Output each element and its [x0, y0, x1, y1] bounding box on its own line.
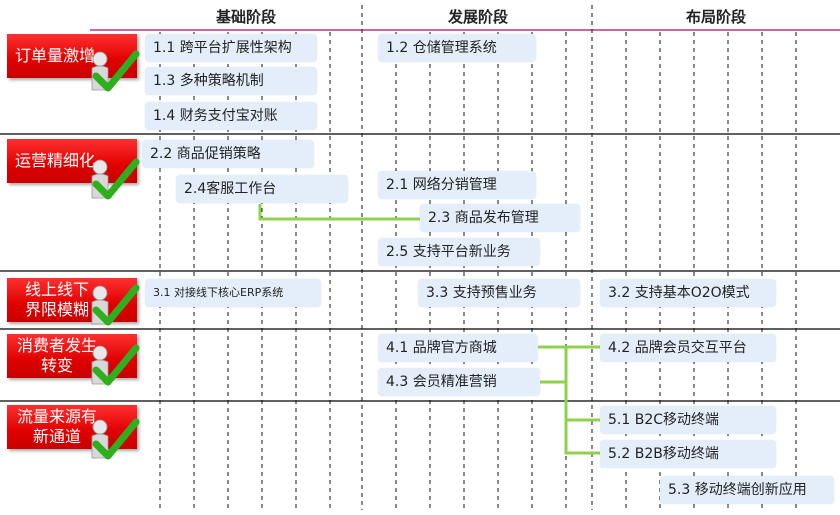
category-order-surge: 订单量激增: [7, 34, 137, 78]
person-check-icon: [91, 50, 140, 92]
connector-to-5-2: [564, 420, 600, 455]
category-label: 线上线下 界限模糊: [24, 280, 89, 319]
person-check-icon: [91, 344, 140, 386]
item-3-3: 3.3 支持预售业务: [418, 279, 580, 307]
item-3-2: 3.2 支持基本O2O模式: [600, 279, 776, 307]
connectors: [258, 204, 600, 455]
item-5-2: 5.2 B2B移动终端: [600, 440, 776, 468]
item-2-2: 2.2 商品促销策略: [142, 140, 314, 168]
item-3-1: 3.1 对接线下核心ERP系统: [145, 279, 321, 307]
person-check-icon: [91, 418, 140, 460]
item-2-1: 2.1 网络分销管理: [378, 171, 536, 199]
item-2-3: 2.3 商品发布管理: [420, 204, 580, 232]
row-separators: [0, 133, 840, 402]
item-5-1: 5.1 B2C移动终端: [600, 406, 776, 434]
connector-4-3: [540, 347, 568, 384]
item-2-4: 2.4客服工作台: [176, 175, 348, 203]
phase-header-layout: 布局阶段: [685, 8, 746, 26]
category-label: 运营精细化: [15, 151, 96, 170]
phase-header-foundation: 基础阶段: [215, 8, 276, 26]
phase-header-development: 发展阶段: [447, 8, 508, 26]
category-label: 消费者发生 转变: [16, 336, 97, 375]
category-refined-operations: 运营精细化: [7, 139, 137, 183]
person-check-icon: [91, 158, 140, 200]
item-1-4: 1.4 财务支付宝对账: [145, 102, 317, 130]
item-1-3: 1.3 多种策略机制: [145, 67, 317, 95]
item-5-3: 5.3 移动终端创新应用: [660, 476, 834, 504]
category-label: 订单量激增: [15, 46, 96, 65]
item-1-1: 1.1 跨平台扩展性架构: [145, 34, 317, 62]
person-check-icon: [91, 284, 140, 326]
connector-2-4-to-2-3: [258, 204, 420, 221]
item-4-3: 4.3 会员精准营销: [378, 368, 540, 396]
category-online-offline: 线上线下 界限模糊: [7, 278, 137, 322]
connector-to-5-1: [564, 347, 600, 422]
item-2-5: 2.5 支持平台新业务: [378, 238, 540, 266]
category-label: 流量来源有 新通道: [16, 407, 97, 446]
item-1-2: 1.2 仓储管理系统: [378, 34, 536, 62]
item-4-1: 4.1 品牌官方商城: [378, 334, 538, 362]
item-4-2: 4.2 品牌会员交互平台: [600, 334, 776, 362]
